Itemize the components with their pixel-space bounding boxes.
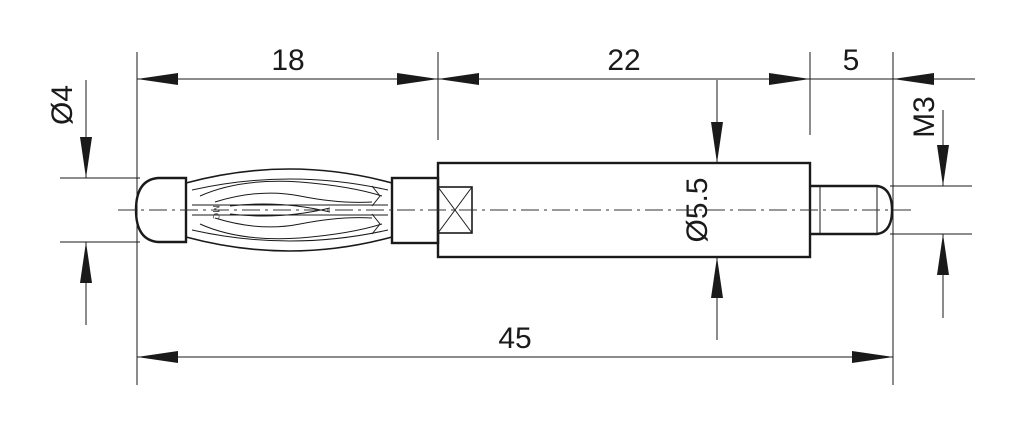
dim-label-22: 22	[607, 44, 640, 77]
dimension-length-total: 45	[137, 322, 893, 363]
threaded-stud	[810, 184, 894, 236]
dimension-length-front: 18	[137, 44, 438, 85]
dimension-thread: M3	[908, 96, 949, 318]
dim-label-m3: M3	[908, 96, 941, 138]
dimension-length-middle: 22	[438, 44, 810, 85]
tip-cap	[134, 176, 188, 244]
part-marking: MC	[210, 205, 220, 219]
dim-label-45: 45	[498, 322, 531, 355]
dim-label-d4: Ø4	[46, 85, 79, 125]
dimension-tip-diameter: Ø4	[46, 80, 92, 325]
spring-contact: MC	[185, 168, 393, 252]
dimension-length-thread: 5	[810, 44, 975, 85]
dim-label-18: 18	[271, 44, 304, 77]
dim-label-5: 5	[843, 44, 860, 77]
